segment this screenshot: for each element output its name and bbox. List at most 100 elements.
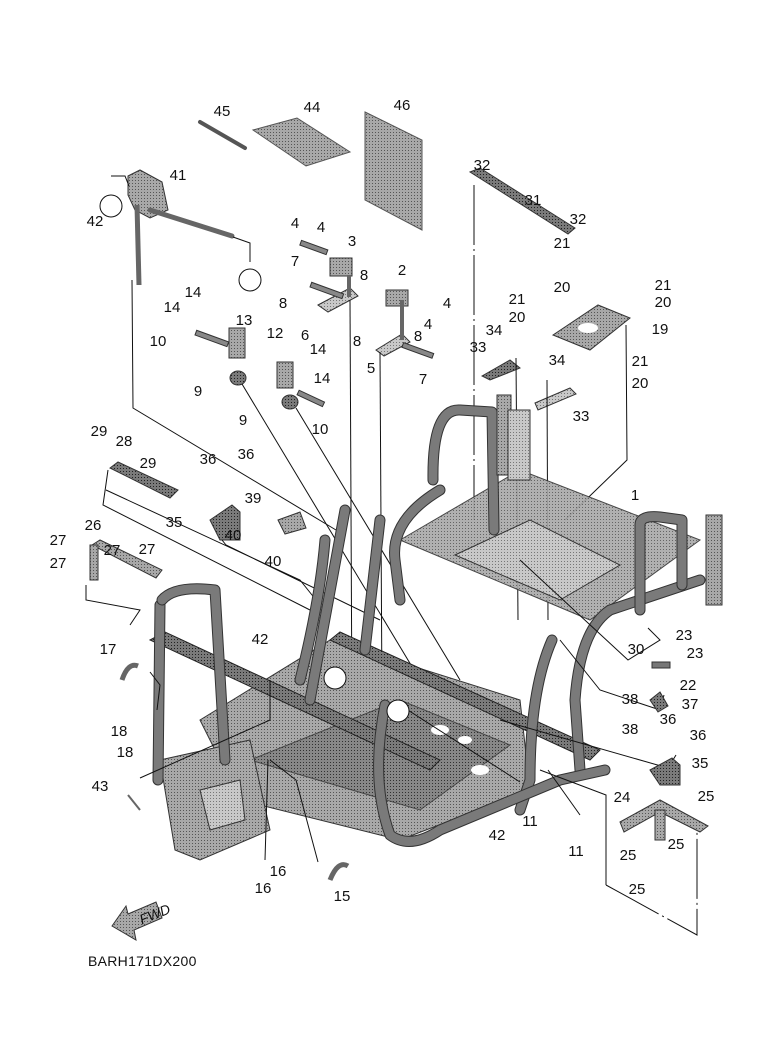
callout-label: 3 — [348, 233, 356, 250]
callout-label: 25 — [620, 847, 637, 864]
part-41-bracket — [127, 169, 235, 286]
callout-label: 4 — [317, 219, 325, 236]
leader-25-dash — [605, 830, 698, 936]
callout-label: 20 — [632, 375, 649, 392]
part-45-rod — [198, 120, 247, 150]
callout-label: 44 — [304, 99, 321, 116]
callout-label: 34 — [549, 352, 566, 369]
leader-16 — [264, 759, 269, 861]
callout-label: 35 — [166, 514, 183, 531]
callout-label: 20 — [554, 279, 571, 296]
callout-label: 12 — [267, 325, 284, 342]
callout-label: 36 — [660, 711, 677, 728]
callout-label: 35 — [692, 755, 709, 772]
ref-marker-a-top — [238, 268, 262, 292]
part-35-plate-left — [209, 504, 241, 541]
leader-28-down — [102, 469, 311, 611]
callout-label: 4 — [291, 215, 299, 232]
callout-label: 20 — [655, 294, 672, 311]
part-43-pin — [127, 794, 141, 811]
callout-label: 7 — [291, 253, 299, 270]
leader-15 — [269, 759, 319, 863]
callout-label: 27 — [139, 541, 156, 558]
callout-label: 41 — [170, 167, 187, 184]
callout-label: 25 — [629, 881, 646, 898]
callout-label: 17 — [100, 641, 117, 658]
callout-label: 8 — [360, 267, 368, 284]
callout-label: 13 — [236, 312, 253, 329]
bracket-assembly-2-5 — [375, 289, 435, 359]
callout-label: 21 — [554, 235, 571, 252]
callout-label: 37 — [682, 696, 699, 713]
callout-label: 27 — [50, 532, 67, 549]
callout-label: 32 — [570, 211, 587, 228]
callout-label: 27 — [104, 542, 121, 559]
callout-label: 18 — [117, 744, 134, 761]
part-15-clip — [327, 862, 350, 881]
leader-9a-down — [241, 383, 421, 681]
callout-label: 30 — [628, 641, 645, 658]
callout-label: 11 — [568, 843, 584, 860]
callout-label: 36 — [690, 727, 707, 744]
callout-label: 42 — [489, 827, 506, 844]
callout-label: 6 — [301, 327, 309, 344]
callout-label: 32 — [474, 157, 491, 174]
callout-label: 39 — [245, 490, 262, 507]
callout-label: 33 — [470, 339, 487, 356]
callout-label: 42 — [252, 631, 269, 648]
part-26-bracket — [89, 539, 163, 581]
callout-label: 46 — [394, 97, 411, 114]
callout-label: 10 — [312, 421, 329, 438]
callout-label: 14 — [185, 284, 202, 301]
callout-label: 43 — [92, 778, 109, 795]
callout-label: 33 — [573, 408, 590, 425]
part-46-panel — [364, 111, 423, 231]
leader-29-down — [105, 489, 317, 601]
callout-label: 19 — [652, 321, 669, 338]
part-35-plate-right — [649, 757, 681, 786]
callout-label: 21 — [509, 291, 526, 308]
callout-label: 14 — [164, 299, 181, 316]
callout-label: 16 — [255, 880, 272, 897]
callout-label: 25 — [668, 836, 685, 853]
bracket-assembly-3-6 — [299, 239, 359, 313]
callout-label: 8 — [414, 328, 422, 345]
part-17-clip — [119, 662, 139, 681]
callout-label: 8 — [353, 333, 361, 350]
callout-label: 9 — [239, 412, 247, 429]
callout-label: 28 — [116, 433, 133, 450]
callout-label: 38 — [622, 691, 639, 708]
callout-label: 36 — [200, 451, 217, 468]
callout-label: 45 — [214, 103, 231, 120]
part-22-bracket — [651, 661, 671, 669]
callout-label: 31 — [525, 192, 542, 209]
leader-24 — [539, 769, 607, 885]
callout-label: 11 — [522, 813, 538, 830]
leader-42c-to-a — [399, 704, 521, 783]
callout-labels: 45444641B42A4437886244885714141310912141… — [50, 97, 715, 905]
callout-label: 10 — [150, 333, 167, 350]
callout-label: 25 — [698, 788, 715, 805]
callout-label: 23 — [687, 645, 704, 662]
leader-dash-b1 — [111, 175, 130, 187]
callout-label: 40 — [225, 527, 242, 544]
callout-label: 20 — [509, 309, 526, 326]
callout-label: 34 — [486, 322, 503, 339]
callout-label: 7 — [419, 371, 427, 388]
callout-label: 29 — [91, 423, 108, 440]
diagram-code: BARH171DX200 — [88, 953, 197, 969]
part-39-bracket — [277, 511, 307, 535]
part-44-mat — [251, 117, 352, 167]
part-37-bracket — [649, 691, 669, 713]
leader-41-down — [131, 279, 337, 531]
svg-text:FWD: FWD — [137, 901, 173, 928]
callout-label: 15 — [334, 888, 351, 905]
callout-label: 21 — [632, 353, 649, 370]
callout-label: 29 — [140, 455, 157, 472]
callout-label: 24 — [614, 789, 631, 806]
callout-label: 26 — [85, 517, 102, 534]
leader-17 — [149, 671, 161, 711]
callout-label: 42 — [87, 213, 104, 230]
callout-label: 38 — [622, 721, 639, 738]
